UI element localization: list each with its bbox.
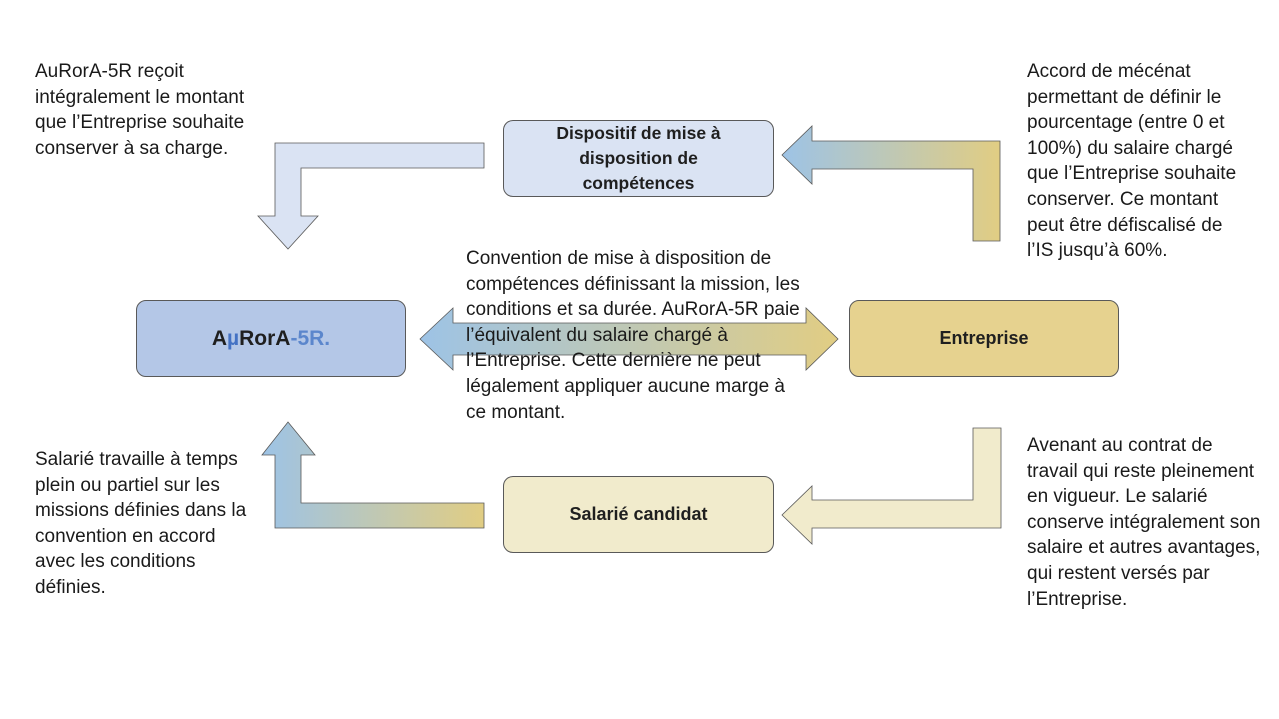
aurora-logo-part4: -5R. bbox=[290, 327, 331, 350]
box-dispositif-label: Dispositif de mise à disposition de comp… bbox=[556, 123, 721, 193]
box-aurora: AµRorA-5R. bbox=[136, 300, 406, 377]
note-bottom-right: Avenant au contrat de travail qui reste … bbox=[1027, 435, 1261, 610]
box-entreprise: Entreprise bbox=[849, 300, 1119, 377]
arrow-aurora-entreprise bbox=[419, 307, 839, 371]
box-dispositif: Dispositif de mise à disposition de comp… bbox=[503, 120, 774, 197]
note-top-right: Accord de mécénat permettant de définir … bbox=[1027, 61, 1237, 262]
box-entreprise-label: Entreprise bbox=[939, 328, 1029, 348]
aurora-logo-part2: µ bbox=[227, 327, 240, 350]
arrow-entreprise-to-dispositif bbox=[781, 125, 1001, 242]
arrow-dispositif-to-aurora bbox=[257, 142, 485, 250]
box-salarie-label: Salarié candidat bbox=[569, 504, 708, 524]
box-salarie: Salarié candidat bbox=[503, 476, 774, 553]
aurora-logo: AµRorA-5R. bbox=[212, 326, 330, 351]
note-bottom-left: Salarié travaille à temps plein ou parti… bbox=[35, 449, 247, 598]
arrow-salarie-to-aurora bbox=[261, 421, 485, 529]
aurora-logo-part3: RorA bbox=[239, 327, 291, 350]
aurora-logo-part1: A bbox=[211, 327, 228, 350]
note-top-left: AuRorA-5R reçoit intégralement le montan… bbox=[35, 61, 245, 159]
note-center: Convention de mise à disposition de comp… bbox=[466, 248, 800, 423]
arrow-entreprise-to-salarie bbox=[781, 427, 1002, 545]
